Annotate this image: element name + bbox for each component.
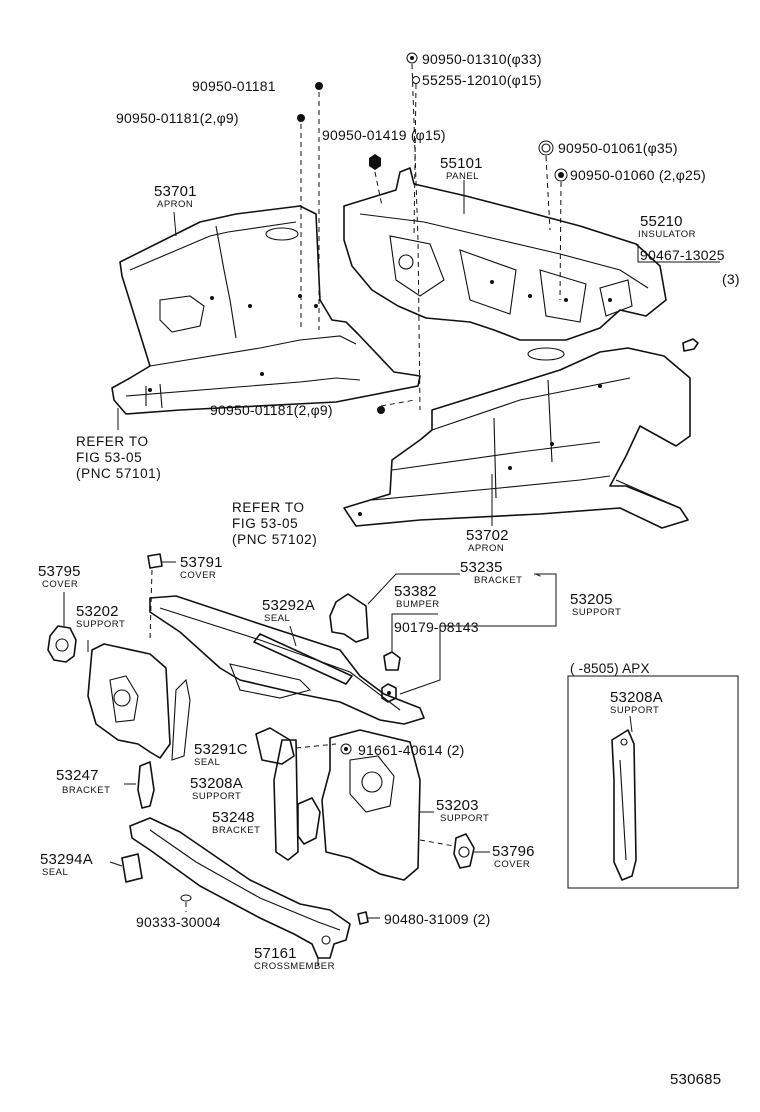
upper-support-53205 xyxy=(149,595,425,725)
label-53796: 53796 xyxy=(492,843,535,860)
bracket-53247 xyxy=(137,761,155,809)
seal-53291C xyxy=(255,727,295,765)
label-90467-13025-qty: (3) xyxy=(722,271,740,287)
support-53203 xyxy=(321,729,421,881)
label-53701-name: APRON xyxy=(157,199,194,210)
label-53203: 53203 xyxy=(436,797,479,814)
label-55101-name: PANEL xyxy=(446,171,479,182)
label-53235-name: BRACKET xyxy=(474,575,523,586)
refer-center-line2: FIG 53-05 xyxy=(232,516,299,532)
label-57161-name: CROSSMEMBER xyxy=(254,961,335,972)
label-53235: 53235 xyxy=(460,559,503,576)
label-53702: 53702 xyxy=(466,527,509,544)
seal-53292A xyxy=(229,633,353,699)
label-53702-name: APRON xyxy=(468,543,505,554)
label-53294A-name: SEAL xyxy=(42,867,69,878)
cover-53795 xyxy=(47,625,77,663)
label-90950-01181-c: 90950-01181(2,φ9) xyxy=(210,402,333,418)
grommet-90950-01060 xyxy=(554,168,568,182)
grommet-90950-01419 xyxy=(369,154,381,170)
label-53791: 53791 xyxy=(180,554,223,571)
support-53208A xyxy=(273,739,299,861)
label-57161: 57161 xyxy=(254,945,297,962)
clip-90467-13025 xyxy=(682,338,699,352)
inset-part-name: SUPPORT xyxy=(610,705,660,716)
label-90333-30004: 90333-30004 xyxy=(136,914,221,930)
grommet-55255-12010 xyxy=(412,76,420,84)
label-90950-01181-a: 90950-01181 xyxy=(192,78,276,94)
label-53292A-name: SEAL xyxy=(264,613,291,624)
label-53205: 53205 xyxy=(570,591,613,608)
inset-part-number: 53208A xyxy=(610,689,663,706)
label-90950-01310: 90950-01310(φ33) xyxy=(422,51,542,67)
label-53294A: 53294A xyxy=(40,851,93,868)
label-53248-name: BRACKET xyxy=(212,825,261,836)
label-53202: 53202 xyxy=(76,603,119,620)
label-55101: 55101 xyxy=(440,155,483,172)
label-53382-name: BUMPER xyxy=(396,599,440,610)
label-91661-40614: 91661-40614 (2) xyxy=(358,742,465,758)
support-53202 xyxy=(87,643,191,761)
diagram-id: 530685 xyxy=(670,1071,722,1088)
refer-left-line2: FIG 53-05 xyxy=(76,450,143,466)
panel-55101 xyxy=(343,167,667,341)
label-55210-name: INSULATOR xyxy=(638,229,696,240)
crossmember-57161 xyxy=(129,817,351,959)
label-53795-name: COVER xyxy=(42,579,79,590)
label-53205-name: SUPPORT xyxy=(572,607,622,618)
label-53701: 53701 xyxy=(154,183,197,200)
label-53795: 53795 xyxy=(38,563,81,580)
refer-to-left: REFER TO FIG 53-05 (PNC 57101) xyxy=(76,434,161,483)
label-90179-08143: 90179-08143 xyxy=(394,619,479,635)
washer-91661-40614 xyxy=(340,743,352,755)
inset-box xyxy=(567,675,739,889)
cover-53791 xyxy=(147,553,163,569)
clip-90480-31009 xyxy=(357,911,369,925)
label-53208A: 53208A xyxy=(190,775,243,792)
plug-90333-30004 xyxy=(180,894,192,902)
label-53791-name: COVER xyxy=(180,570,217,581)
refer-center-line3: (PNC 57102) xyxy=(232,532,318,548)
label-90950-01419: 90950-01419 (φ15) xyxy=(322,127,446,143)
apron-53701 xyxy=(111,205,421,415)
cover-53796 xyxy=(453,833,475,869)
label-53208A-name: SUPPORT xyxy=(192,791,242,802)
label-90950-01061: 90950-01061(φ35) xyxy=(558,140,678,156)
fastener-90950-01181-side xyxy=(297,114,305,122)
label-53248: 53248 xyxy=(212,809,255,826)
apron-53702 xyxy=(343,347,691,529)
refer-to-center: REFER TO FIG 53-05 (PNC 57102) xyxy=(232,500,317,549)
label-90467-13025: 90467-13025 xyxy=(640,247,725,263)
label-53291C-name: SEAL xyxy=(194,757,221,768)
inset-support-53208A xyxy=(611,729,637,881)
refer-left-line1: REFER TO xyxy=(76,434,149,449)
label-53291C: 53291C xyxy=(194,741,248,758)
label-53796-name: COVER xyxy=(494,859,531,870)
grommet-90950-01061 xyxy=(538,140,554,156)
label-90950-01060: 90950-01060 (2,φ25) xyxy=(570,167,706,183)
inset-title: ( -8505) APX xyxy=(570,661,650,676)
refer-left-line3: (PNC 57101) xyxy=(76,466,162,482)
label-53203-name: SUPPORT xyxy=(440,813,490,824)
label-53247-name: BRACKET xyxy=(62,785,111,796)
grommet-90950-01310 xyxy=(406,52,418,64)
label-53292A: 53292A xyxy=(262,597,315,614)
label-55255-12010: 55255-12010(φ15) xyxy=(422,72,542,88)
nut-90179-08143 xyxy=(381,683,397,703)
bracket-53248 xyxy=(297,797,321,845)
bracket-53235 xyxy=(329,593,369,643)
label-55210: 55210 xyxy=(640,213,683,230)
bumper-53382 xyxy=(383,651,401,671)
fastener-90950-01181-top xyxy=(315,82,323,90)
label-90950-01181-b: 90950-01181(2,φ9) xyxy=(116,110,239,126)
label-53247: 53247 xyxy=(56,767,99,784)
fastener-90950-01181-lower xyxy=(377,406,385,414)
seal-53294A xyxy=(121,853,143,883)
label-53382: 53382 xyxy=(394,583,437,600)
refer-center-line1: REFER TO xyxy=(232,500,305,515)
label-90480-31009: 90480-31009 (2) xyxy=(384,911,491,927)
label-53202-name: SUPPORT xyxy=(76,619,126,630)
